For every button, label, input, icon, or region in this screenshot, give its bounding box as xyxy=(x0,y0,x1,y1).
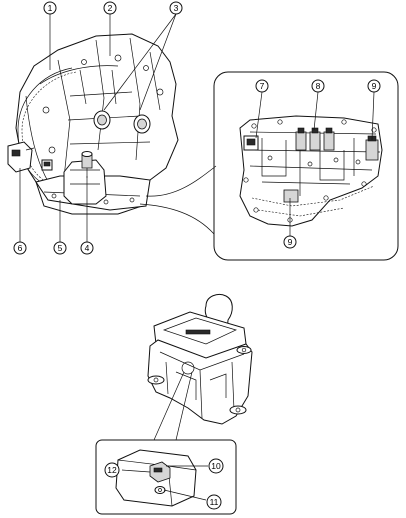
callout-4: 4 xyxy=(80,241,94,255)
callout-1: 1 xyxy=(43,1,57,15)
shift-lock-inset xyxy=(95,439,237,515)
callout-9-bottom: 9 xyxy=(283,235,297,249)
svg-text:12: 12 xyxy=(107,465,117,475)
callout-2: 2 xyxy=(103,1,117,15)
zoom-leaders-bottom xyxy=(153,371,193,441)
callout-3: 3 xyxy=(169,1,183,15)
callout-leaders-inset xyxy=(255,91,375,236)
callout-12: 12 xyxy=(104,462,120,478)
callout-7: 7 xyxy=(255,79,269,93)
valve-connector-left xyxy=(243,135,259,151)
callout-9-top: 9 xyxy=(367,79,381,93)
svg-text:8: 8 xyxy=(316,81,321,91)
valve-body-inset xyxy=(139,71,399,261)
shift-lock-solenoid xyxy=(149,461,171,483)
callout-leaders-top xyxy=(19,13,177,242)
shift-lever-assembly xyxy=(147,293,253,425)
valve-solenoid-bottom xyxy=(283,189,299,203)
callout-5: 5 xyxy=(53,241,67,255)
svg-text:4: 4 xyxy=(85,243,90,253)
connector-plug xyxy=(41,159,53,171)
oil-seal-left xyxy=(93,110,111,130)
callout-10: 10 xyxy=(208,458,224,474)
svg-text:1: 1 xyxy=(48,3,53,13)
svg-text:10: 10 xyxy=(211,461,221,471)
solenoid-group xyxy=(295,127,335,151)
svg-text:5: 5 xyxy=(58,243,63,253)
oil-seal-right xyxy=(133,114,151,134)
svg-text:6: 6 xyxy=(18,243,23,253)
svg-text:9: 9 xyxy=(372,81,377,91)
shift-lock-pin xyxy=(154,486,166,494)
callout-6: 6 xyxy=(13,241,27,255)
svg-text:9: 9 xyxy=(288,237,293,247)
transaxle-range-switch xyxy=(7,141,35,173)
callout-8: 8 xyxy=(311,79,325,93)
control-valve-cover xyxy=(63,159,107,205)
svg-text:3: 3 xyxy=(174,3,179,13)
svg-text:11: 11 xyxy=(210,497,219,507)
manual-shaft xyxy=(81,151,93,178)
svg-text:2: 2 xyxy=(108,3,113,13)
drive-plate-ring xyxy=(17,67,73,185)
callout-leaders-bottom xyxy=(121,465,208,501)
callout-11: 11 xyxy=(206,494,222,510)
transaxle-assembly xyxy=(7,33,179,215)
svg-text:7: 7 xyxy=(260,81,265,91)
